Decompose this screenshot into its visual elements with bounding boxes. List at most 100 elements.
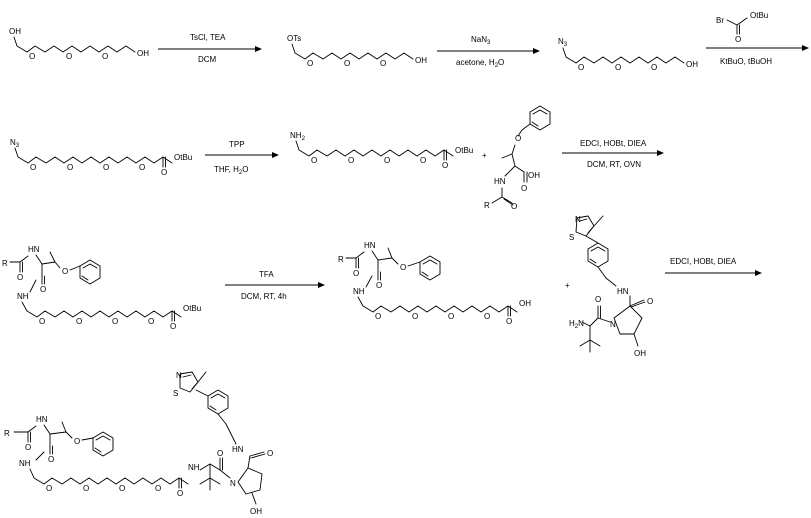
- atom-label-o: O: [380, 59, 386, 68]
- reaction-arrow-alkylation: KtBuO, tBuOH: [706, 45, 809, 66]
- atom-label-o: O: [506, 317, 512, 326]
- atom-label-hn: HN: [617, 287, 629, 296]
- atom-label-oh: OH: [519, 299, 531, 308]
- compound-azido-alcohol: N3 O O O OH: [558, 37, 698, 72]
- reaction-arrow-tosylation: TsCl, TEA DCM: [158, 33, 262, 64]
- reaction-arrow-coupling-1: EDCI, HOBt, DIEA DCM, RT, OVN: [562, 139, 664, 169]
- solvent-label: THF, H2O: [214, 165, 248, 176]
- atom-label-o: O: [148, 317, 154, 326]
- atom-label-o: O: [511, 202, 517, 211]
- atom-label-o: O: [217, 449, 223, 458]
- solvent-label: acetone, H2O: [456, 58, 504, 69]
- atom-label-oh: OH: [9, 27, 21, 36]
- plus-sign: +: [482, 151, 487, 160]
- atom-label-n: N: [176, 371, 182, 380]
- atom-label-o: O: [651, 63, 657, 72]
- atom-label-o: O: [76, 317, 82, 326]
- atom-label-o: O: [67, 163, 73, 172]
- atom-label-n3: N3: [10, 138, 20, 149]
- atom-label-n: N: [575, 215, 581, 224]
- atom-label-nh: NH: [188, 463, 200, 472]
- compound-monotosylate: OTs O O O OH: [287, 34, 427, 68]
- atom-label-oh: OH: [137, 49, 149, 58]
- atom-label-n: N: [230, 479, 236, 488]
- atom-label-o: O: [375, 312, 381, 321]
- atom-label-o: O: [103, 163, 109, 172]
- atom-label-hn: HN: [364, 241, 376, 250]
- atom-label-o: O: [515, 134, 521, 143]
- atom-label-o: O: [29, 52, 35, 61]
- reagent-label: TPP: [229, 140, 245, 149]
- atom-label-o: O: [170, 322, 176, 331]
- atom-label-o: O: [119, 484, 125, 493]
- atom-label-s: S: [569, 233, 574, 242]
- atom-label-o: O: [62, 267, 68, 276]
- atom-label-nh: NH: [353, 287, 365, 296]
- plus-sign: +: [565, 281, 570, 290]
- atom-label-o: O: [647, 297, 653, 306]
- atom-label-o: O: [615, 63, 621, 72]
- compound-coupled-acid: O HN R O O NH O O O O O OH: [338, 241, 531, 326]
- atom-label-otbu: OtBu: [183, 304, 201, 313]
- atom-label-o: O: [25, 443, 31, 452]
- atom-label-otbu: OtBu: [750, 11, 768, 20]
- atom-label-o: O: [578, 63, 584, 72]
- atom-label-o: O: [448, 312, 454, 321]
- atom-label-hn: HN: [28, 245, 40, 254]
- reaction-arrow-staudinger: TPP THF, H2O: [205, 140, 279, 176]
- solvent-label: DCM, RT, OVN: [587, 160, 641, 169]
- atom-label-r: R: [2, 259, 8, 268]
- atom-label-o: O: [66, 52, 72, 61]
- atom-label-o: O: [139, 163, 145, 172]
- solvent-label: DCM: [198, 55, 217, 64]
- atom-label-oh: OH: [415, 56, 427, 65]
- atom-label-hn: HN: [36, 415, 48, 424]
- atom-label-r: R: [338, 255, 344, 264]
- atom-label-hn: HN: [494, 177, 506, 186]
- atom-label-o: O: [155, 484, 161, 493]
- atom-label-n3: N3: [558, 37, 568, 48]
- compound-vhl-ligand: N S HN O N OH O H2N: [569, 215, 653, 358]
- compound-coupled-ester: O HN R O O NH O O O O O OtBu: [2, 245, 201, 331]
- atom-label-o: O: [521, 184, 527, 193]
- atom-label-o: O: [177, 489, 183, 498]
- reagent-label: NaN3: [471, 35, 491, 46]
- atom-label-n: N: [610, 320, 616, 329]
- atom-label-o: O: [311, 156, 317, 165]
- atom-label-o: O: [484, 312, 490, 321]
- atom-label-oh: OH: [634, 349, 646, 358]
- atom-label-otbu: OtBu: [174, 153, 192, 162]
- atom-label-hn: HN: [232, 445, 244, 454]
- atom-label-o: O: [39, 317, 45, 326]
- atom-label-o: O: [161, 168, 167, 177]
- atom-label-o: O: [83, 484, 89, 493]
- atom-label-o: O: [46, 484, 52, 493]
- solvent-label: KtBuO, tBuOH: [720, 57, 772, 66]
- atom-label-o: O: [348, 156, 354, 165]
- atom-label-o: O: [307, 59, 313, 68]
- atom-label-br: Br: [716, 16, 724, 25]
- solvent-label: DCM, RT, 4h: [241, 292, 287, 301]
- atom-label-s: S: [173, 389, 178, 398]
- atom-label-nh: NH: [19, 459, 31, 468]
- atom-label-oh: OH: [528, 171, 540, 180]
- reagent-label: EDCI, HOBt, DIEA: [580, 139, 647, 148]
- atom-label-otbu: OtBu: [455, 146, 473, 155]
- atom-label-o: O: [595, 295, 601, 304]
- compound-final-protac: O HN R O O NH O O O O O NH O: [4, 371, 273, 516]
- atom-label-o: O: [30, 163, 36, 172]
- atom-label-nh2: NH2: [290, 131, 306, 142]
- atom-label-o: O: [48, 455, 54, 464]
- atom-label-o: O: [384, 156, 390, 165]
- compound-amino-ester: NH2 O O O O O OtBu: [290, 131, 473, 170]
- atom-label-o: O: [420, 156, 426, 165]
- atom-label-o: O: [353, 269, 359, 278]
- atom-label-o: O: [735, 35, 741, 44]
- atom-label-o: O: [17, 273, 23, 282]
- compound-tetraethylene-glycol: OH O O O OH: [9, 27, 149, 61]
- compound-azido-ester: N3 O O O O O OtBu: [10, 138, 192, 177]
- atom-label-o: O: [74, 437, 80, 446]
- atom-label-h2n: H2N: [569, 319, 584, 330]
- atom-label-o: O: [40, 285, 46, 294]
